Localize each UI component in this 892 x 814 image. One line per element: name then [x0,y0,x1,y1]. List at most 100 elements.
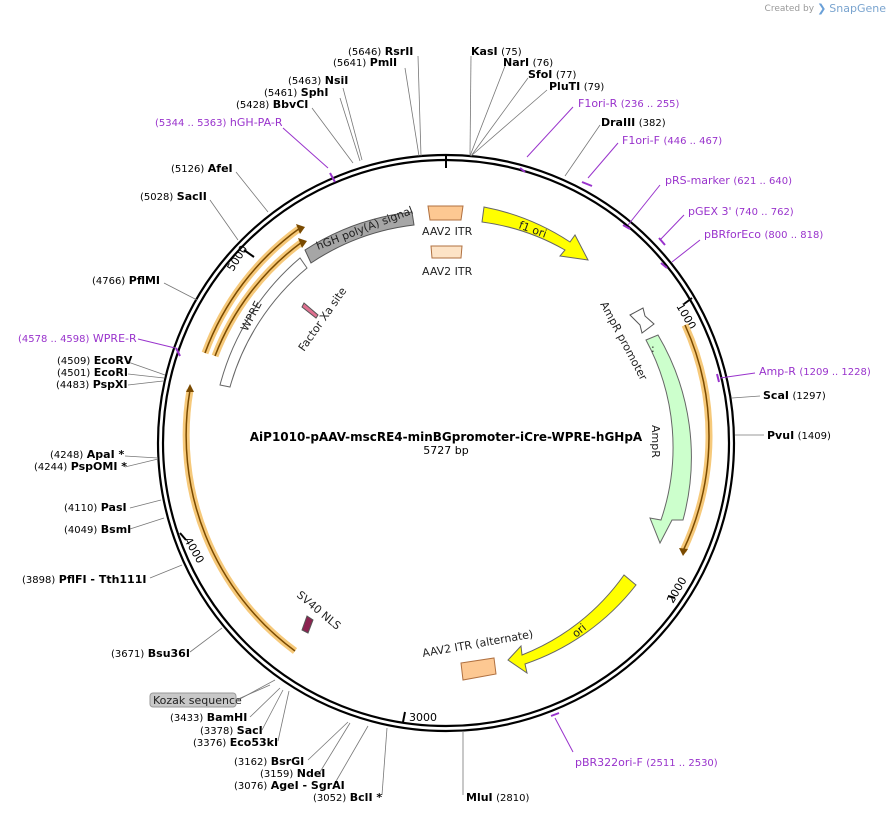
primer-pbrforeco[interactable]: pBRforEco [704,228,761,241]
svg-text:pBRforEco (800 .. 818): pBRforEco (800 .. 818) [704,228,823,241]
primer-wpre-r[interactable]: WPRE-R [93,332,137,345]
enzyme-leaders [124,55,764,796]
enzyme-pflmi[interactable]: PflMI [129,274,160,287]
enzyme-pluti[interactable]: PluTI [549,80,580,93]
enzyme-ecorv[interactable]: EcoRV [94,354,133,367]
enzyme-afei[interactable]: AfeI [208,162,233,175]
svg-text:PvuI (1409): PvuI (1409) [767,429,831,442]
enzyme-saci[interactable]: SacI [237,724,263,737]
plasmid-name: AiP1010-pAAV-mscRE4-minBGpromoter-iCre-W… [250,430,643,444]
hgh-polya-feature[interactable] [304,211,415,264]
svg-text:pRS-marker (621 .. 640): pRS-marker (621 .. 640) [665,174,792,187]
svg-text:(3671) Bsu36I: (3671) Bsu36I [111,647,190,660]
enzyme-eco53ki[interactable]: Eco53kI [230,736,278,749]
enzyme-rsrii[interactable]: RsrII [385,45,414,58]
svg-text:(4509) EcoRV: (4509) EcoRV [57,354,133,367]
enzyme-kasi[interactable]: KasI [471,45,498,58]
enzyme-sfoi[interactable]: SfoI [528,68,552,81]
enzyme-draiii[interactable]: DraIII [601,116,635,129]
itr-1-box[interactable] [427,205,464,221]
enzyme-sphi[interactable]: SphI [301,86,329,99]
position-ticks [179,249,693,723]
tick-3000: 3000 [409,711,437,724]
svg-text:(4483) PspXI: (4483) PspXI [56,378,128,391]
svg-text:(3159) NdeI: (3159) NdeI [260,767,325,780]
enzyme-bsmi[interactable]: BsmI [101,523,132,536]
created-by-text: Created by [764,3,815,14]
svg-text:(5463) NsiI: (5463) NsiI [288,74,348,87]
sv40-nls-feature[interactable] [301,615,314,634]
primer-labels: (5344 .. 5363) hGH-PA-R (4578 .. 4598) W… [18,97,871,769]
enzyme-agei-sgrai[interactable]: AgeI - SgrAI [271,779,345,792]
svg-text:Amp-R (1209 .. 1228): Amp-R (1209 .. 1228) [759,365,871,378]
ampr-feature[interactable] [645,334,692,545]
snapgene-brand: Created by ❯ SnapGene [765,2,886,15]
svg-text:pGEX 3' (740 .. 762): pGEX 3' (740 .. 762) [688,205,794,218]
ampr-promoter-feature[interactable] [629,307,655,334]
tick-5000: 5000 [225,243,251,274]
orf-arc-left-line [185,389,296,652]
primer-f1ori-r[interactable]: F1ori-R [578,97,618,110]
kozak-leader [235,684,271,701]
svg-text:ScaI (1297): ScaI (1297) [763,389,826,402]
hgh-polya-label: hGH poly(A) signal [314,204,415,253]
svg-text:(4578 .. 4598) WPRE-R: (4578 .. 4598) WPRE-R [18,332,137,345]
svg-text:(4049) BsmI: (4049) BsmI [64,523,131,536]
primer-pgex-3[interactable]: pGEX 3' [688,205,732,218]
snapgene-name: SnapGene [829,2,886,15]
plasmid-size: 5727 bp [423,444,468,457]
svg-text:(3076) AgeI - SgrAI: (3076) AgeI - SgrAI [234,779,345,792]
primer-leaders [137,106,756,753]
svg-text:(4766) PflMI: (4766) PflMI [92,274,160,287]
primer-hgh-pa-r[interactable]: hGH-PA-R [230,116,283,129]
enzyme-apai[interactable]: ApaI * [87,448,125,461]
enzyme-mlui[interactable]: MluI [466,791,493,804]
svg-text:(4248) ApaI *: (4248) ApaI * [50,448,124,461]
enzyme-scai[interactable]: ScaI [763,389,789,402]
enzyme-psponi[interactable]: PspOMI * [71,460,128,473]
svg-text:(3376) Eco53kI: (3376) Eco53kI [193,736,278,749]
enzyme-pvui[interactable]: PvuI [767,429,794,442]
enzyme-pasi[interactable]: PasI [101,501,127,514]
enzyme-bamhi[interactable]: BamHI [207,711,248,724]
enzyme-pflfi-tth111i[interactable]: PflFI - Tth111I [59,573,147,586]
itr-1-label: AAV2 ITR [422,225,473,238]
svg-text:NarI (76): NarI (76) [503,56,553,69]
svg-text:F1ori-R (236 .. 255): F1ori-R (236 .. 255) [578,97,680,110]
svg-text:(3162) BsrGI: (3162) BsrGI [234,755,304,768]
enzyme-sacii[interactable]: SacII [177,190,207,203]
ampr-ellipsis: : [651,342,655,355]
snapgene-logo-icon: ❯ [817,2,827,15]
enzyme-bcli[interactable]: BclI * [350,791,383,804]
primer-f1ori-f[interactable]: F1ori-F [622,134,660,147]
svg-text:KasI (75): KasI (75) [471,45,522,58]
ori-feature[interactable] [507,574,637,675]
itr-2-box[interactable] [430,245,463,259]
svg-text:(3052) BclI *: (3052) BclI * [313,791,382,804]
f1-ori-feature[interactable] [481,206,589,261]
primer-pbr322ori-f[interactable]: pBR322ori-F [575,756,643,769]
enzyme-ndei[interactable]: NdeI [297,767,326,780]
enzyme-ecori[interactable]: EcoRI [94,366,128,379]
enzyme-nari[interactable]: NarI [503,56,529,69]
sv40-nls-label: SV40 NLS [294,588,343,632]
orf-arc-wpre-inner-line [214,241,303,357]
enzyme-bsrgi[interactable]: BsrGI [271,755,304,768]
enzyme-bsu36i[interactable]: Bsu36I [148,647,190,660]
primer-prs-marker[interactable]: pRS-marker [665,174,730,187]
enzyme-bbvci[interactable]: BbvCI [273,98,309,111]
svg-text:(5461) SphI: (5461) SphI [264,86,329,99]
factor-xa-feature[interactable] [301,302,319,319]
enzyme-pmli[interactable]: PmlI [370,56,397,69]
svg-text:PluTI (79): PluTI (79) [549,80,604,93]
svg-text:(3378) SacI: (3378) SacI [200,724,263,737]
primer-amp-r[interactable]: Amp-R [759,365,796,378]
f1-ori-label: f1 ori [517,219,548,241]
wpre-feature[interactable] [219,257,308,388]
orf-arc-right-line [682,324,710,552]
orf-arc-wpre-outer-line [204,227,301,354]
itr-alt-box[interactable] [460,657,497,681]
enzyme-pspxi[interactable]: PspXI [93,378,128,391]
enzyme-nsii[interactable]: NsiI [325,74,349,87]
